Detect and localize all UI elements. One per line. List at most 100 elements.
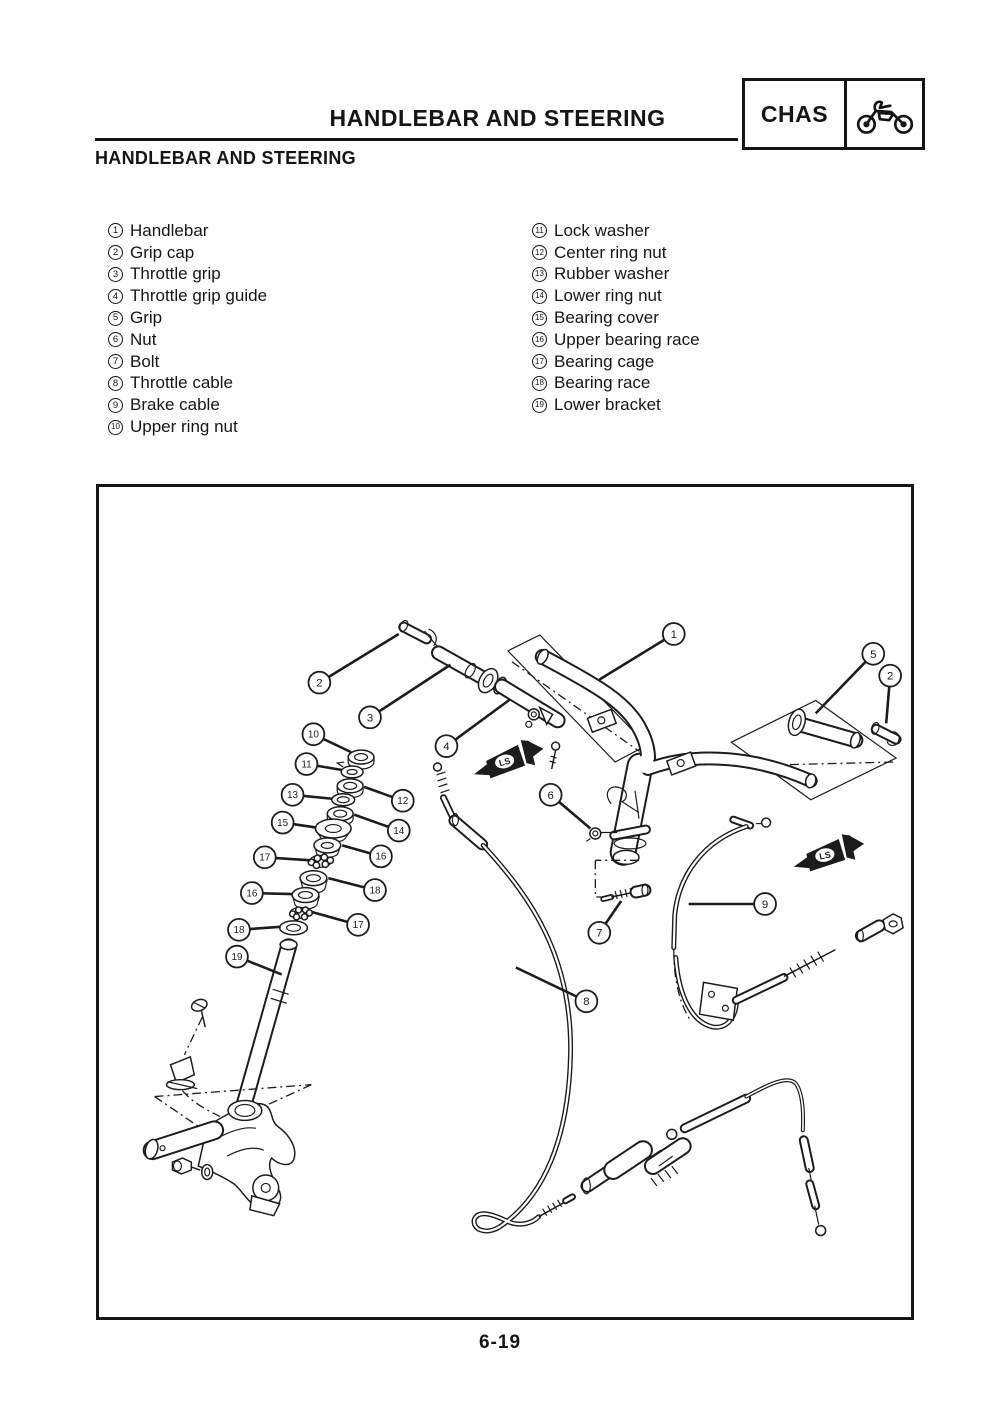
callout: 6 xyxy=(538,782,592,830)
part-number-badge: 14 xyxy=(532,288,547,304)
motorcycle-icon xyxy=(847,81,922,147)
callout-number: 15 xyxy=(277,818,289,829)
callout: 17 xyxy=(311,910,370,937)
throttle-cable-art xyxy=(432,762,827,1237)
part-label: Throttle grip xyxy=(130,264,221,284)
callout: 16 xyxy=(341,844,393,869)
callout: 12 xyxy=(363,785,415,813)
callout: 2 xyxy=(307,632,400,695)
callout-number: 17 xyxy=(259,853,271,864)
part-number-badge: 7 xyxy=(108,354,123,370)
callout-number: 17 xyxy=(353,920,365,931)
callout: 18 xyxy=(227,917,281,942)
callout: 17 xyxy=(252,845,311,870)
callout: 2 xyxy=(878,663,902,724)
callout-number: 16 xyxy=(246,888,258,899)
callout: 8 xyxy=(515,966,599,1014)
parts-list-item: 9 Brake cable xyxy=(108,394,267,416)
steering-stem-art xyxy=(142,938,312,1217)
part-label: Handlebar xyxy=(130,220,209,240)
callout-number: 5 xyxy=(870,649,876,661)
part-number-badge: 4 xyxy=(108,288,123,304)
part-label: Lower bracket xyxy=(554,395,661,415)
left-grip-parts-art xyxy=(398,619,566,770)
parts-list-item: 5 Grip xyxy=(108,307,267,329)
parts-list-item: 8 Throttle cable xyxy=(108,373,267,395)
ls-flag-label: LS xyxy=(818,849,831,861)
callout-number: 3 xyxy=(367,712,373,724)
part-label: Nut xyxy=(130,329,157,349)
part-number-badge: 5 xyxy=(108,310,123,326)
part-label: Throttle cable xyxy=(130,373,233,393)
part-number-badge: 2 xyxy=(108,245,123,261)
part-number-badge: 1 xyxy=(108,223,123,239)
callout: 11 xyxy=(294,752,343,776)
brake-cable-art xyxy=(671,815,904,1030)
header-rule xyxy=(95,138,738,141)
callout: 7 xyxy=(587,900,623,945)
callout-number: 1 xyxy=(671,629,677,641)
part-number-badge: 10 xyxy=(108,419,123,435)
ls-flag: LS xyxy=(474,740,544,779)
callout-number: 11 xyxy=(301,759,312,770)
parts-list-item: 1 Handlebar xyxy=(108,220,267,242)
callout-number: 14 xyxy=(393,826,405,837)
part-number-badge: 8 xyxy=(108,375,123,391)
page-number: 6-19 xyxy=(478,1332,522,1353)
part-label: Grip xyxy=(130,308,163,328)
chapter-tag-box: CHAS xyxy=(742,78,925,150)
part-label: Center ring nut xyxy=(554,242,667,262)
part-number-badge: 3 xyxy=(108,266,123,282)
part-number-badge: 9 xyxy=(108,397,123,413)
part-label: Upper ring nut xyxy=(130,417,238,437)
part-label: Brake cable xyxy=(130,395,220,415)
callout-number: 9 xyxy=(762,899,768,911)
ls-flag-label: LS xyxy=(498,756,512,768)
chapter-tag-label: CHAS xyxy=(745,81,847,147)
callout: 5 xyxy=(814,642,886,715)
ls-flag: LS xyxy=(793,834,865,872)
part-label: Lower ring nut xyxy=(554,286,662,306)
bolt-art xyxy=(594,859,652,903)
callout-number: 19 xyxy=(231,952,243,963)
callout: 1 xyxy=(598,622,686,681)
section-title: HANDLEBAR AND STEERING xyxy=(95,148,356,168)
part-label: Grip cap xyxy=(130,242,195,262)
part-number-badge: 19 xyxy=(532,397,547,413)
parts-list-item: 3 Throttle grip xyxy=(108,264,267,286)
callout-number: 12 xyxy=(397,796,409,807)
callout: 18 xyxy=(327,876,387,902)
callout: 15 xyxy=(270,810,317,835)
parts-list-item: 19 Lower bracket xyxy=(532,394,700,416)
part-number-badge: 18 xyxy=(532,375,547,391)
callout-number: 2 xyxy=(316,678,322,690)
callout: 14 xyxy=(353,813,411,843)
handlebar-art xyxy=(534,648,818,866)
projection-panels xyxy=(506,634,898,801)
part-number-badge: 17 xyxy=(532,354,547,370)
parts-list-item: 14 Lower ring nut xyxy=(532,285,700,307)
callout-number: 13 xyxy=(287,790,299,801)
parts-list-item: 10 Upper ring nut xyxy=(108,416,267,438)
steering-stack-art xyxy=(278,749,375,936)
callout-number: 16 xyxy=(375,852,387,863)
callout-number: 8 xyxy=(583,996,589,1008)
callout: 13 xyxy=(280,782,333,807)
callout: 16 xyxy=(240,881,293,905)
callout-number: 7 xyxy=(596,928,602,940)
callout-number: 2 xyxy=(887,671,893,683)
